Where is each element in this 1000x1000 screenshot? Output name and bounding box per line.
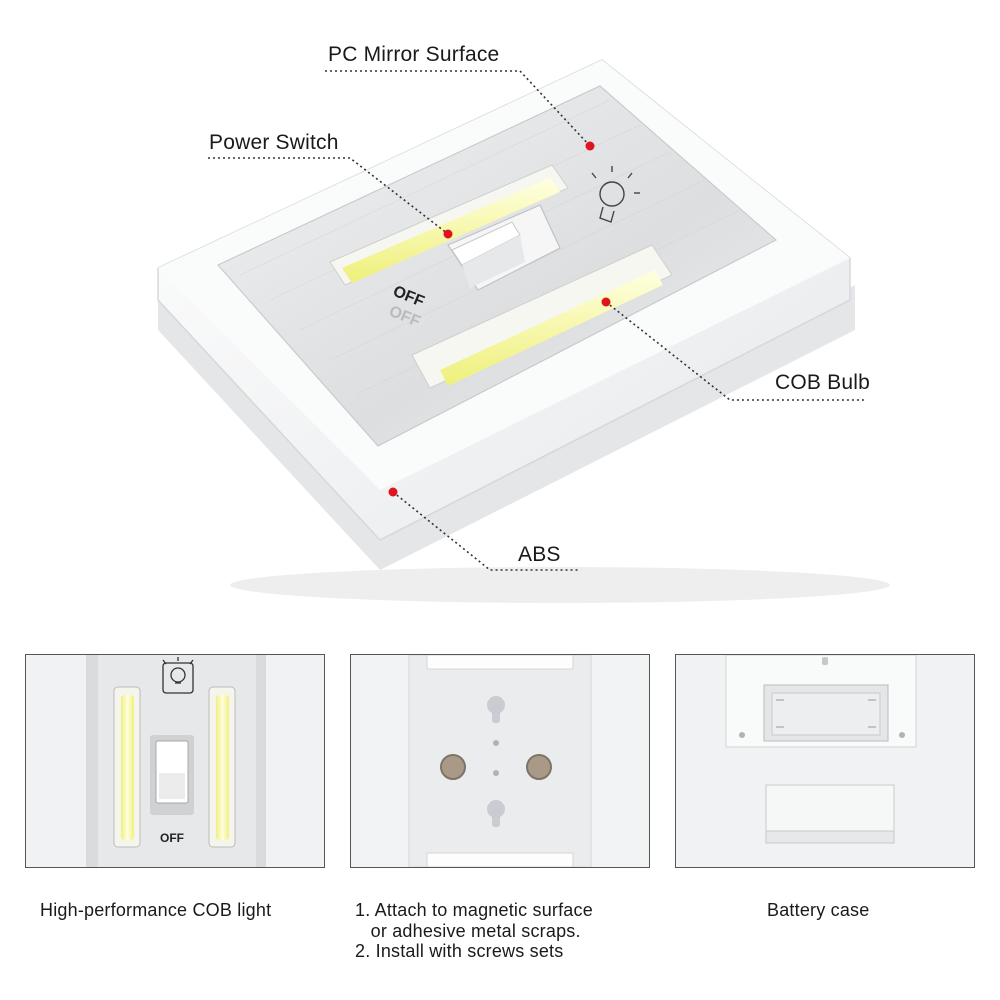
power-switch [447,204,561,291]
caption-mounting-line-2: or adhesive metal scraps. [355,920,581,941]
panel-cob-light: OFF [25,654,325,868]
callout-dot-power-switch [443,229,453,239]
cob-glow-left [121,695,134,840]
callout-dot-pc-mirror [585,141,595,151]
screw-keyhole-top [487,696,505,723]
housing-bottom-edge [158,285,855,570]
housing-shadow [230,567,890,603]
caption-cob-light: High-performance COB light [40,900,272,920]
switch-off-label: OFF [160,831,184,845]
callout-abs: ABS [518,543,561,566]
caption-battery-case: Battery case [767,900,870,920]
bulb-icon [162,657,194,694]
cob-glow-right [216,695,229,840]
bulb-icon [591,166,640,223]
hero-product-illustration: OFF OFF [157,59,890,603]
leader-pc-mirror [325,70,591,147]
callout-cob-bulb: COB Bulb [775,371,870,394]
caption-mounting-line-1: 1. Attach to magnetic surface [355,900,593,920]
callout-dot-abs [388,487,398,497]
leader-power-switch [208,157,449,235]
mounting-back-view [351,655,649,867]
cob-strip-lower [411,244,673,389]
battery-case-view [676,655,974,867]
panel-mounting [350,654,650,868]
magnet-right [526,754,552,780]
cob-light-closeup [26,655,324,867]
leader-abs [392,491,578,571]
magnet-left [440,754,466,780]
leader-lines [208,70,865,571]
panel-battery-case [675,654,975,868]
callout-power-switch: Power Switch [209,131,339,154]
callout-dots [388,141,611,497]
callout-pc-mirror-surface: PC Mirror Surface [328,43,500,66]
battery-cover [765,784,895,838]
callout-dot-cob-bulb [601,297,611,307]
caption-mounting-line-3: 2. Install with screws sets [355,941,564,961]
screw-keyhole-bottom [487,800,505,827]
caption-mounting: 1. Attach to magnetic surface or adhesiv… [355,900,593,962]
cob-glow-upper [342,178,560,283]
